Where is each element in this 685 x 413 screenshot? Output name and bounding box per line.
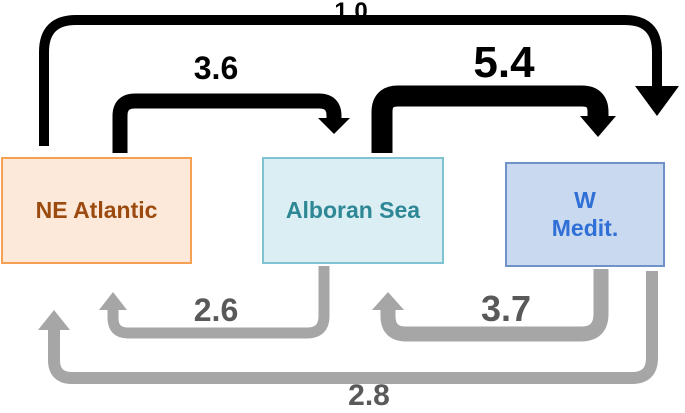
node-alboran-sea-label: Alboran Sea xyxy=(285,196,421,223)
arrow-wmed-to-alb xyxy=(380,269,609,342)
arrow-alb-to-wmed xyxy=(371,85,609,153)
arrowhead-ne-to-alb xyxy=(318,118,350,134)
arrow-alb-to-ne xyxy=(107,266,330,339)
node-w-medit-label-line2: Medit. xyxy=(551,214,619,241)
node-ne-atlantic: NE Atlantic xyxy=(1,157,192,264)
arrow-ne-to-wmed xyxy=(39,15,662,146)
flow-label-wmed-to-ne: 2.8 xyxy=(348,379,390,412)
arrow-wmed-to-ne xyxy=(48,271,658,384)
node-w-medit-label-line1: W xyxy=(574,186,596,213)
arrowhead-wmed-to-ne xyxy=(38,310,70,330)
flow-label-alb-to-wmed: 5.4 xyxy=(473,38,535,87)
flow-label-ne-to-wmed: 1.0 xyxy=(334,0,368,25)
flow-label-ne-to-alb: 3.6 xyxy=(193,50,239,86)
arrowhead-alb-to-wmed xyxy=(580,116,616,137)
node-alboran-sea: Alboran Sea xyxy=(262,157,444,264)
arrow-ne-to-alb xyxy=(112,93,342,153)
arrowhead-wmed-to-alb xyxy=(372,292,404,310)
flow-label-alb-to-ne: 2.6 xyxy=(193,292,239,328)
node-ne-atlantic-label: NE Atlantic xyxy=(35,196,158,223)
flow-label-wmed-to-alb: 3.7 xyxy=(480,288,532,329)
node-w-medit: W Medit. xyxy=(505,162,665,267)
arrowhead-ne-to-wmed xyxy=(635,86,679,116)
arrowhead-alb-to-ne xyxy=(99,292,127,310)
